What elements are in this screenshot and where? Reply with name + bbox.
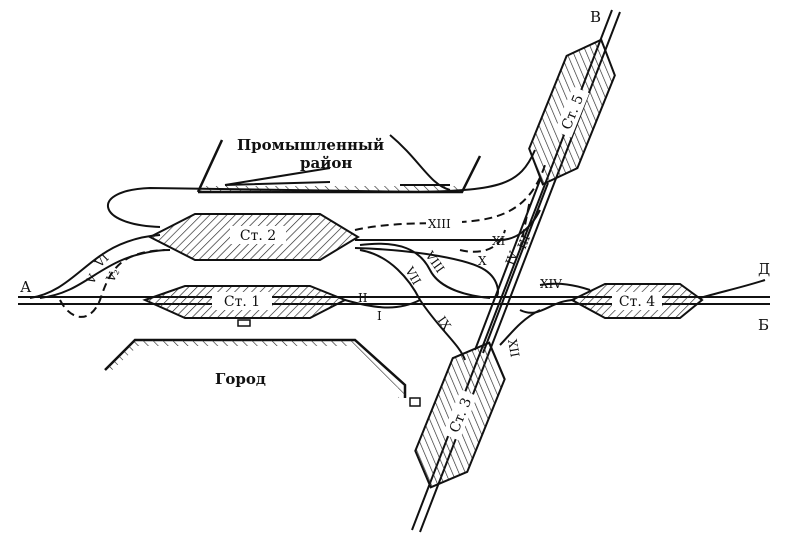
connection-label-4: IV <box>503 249 521 267</box>
city-label: Город <box>215 370 266 388</box>
connection-label-5b: V₂ <box>103 266 122 286</box>
connection-label-11: XI <box>492 234 506 248</box>
station-3: Ст. 3 <box>414 341 506 489</box>
direction-a: А <box>20 278 32 296</box>
connection-label-7: VII <box>402 264 424 288</box>
connection-label-9: IX <box>435 314 454 333</box>
station-2: Ст. 2 <box>147 213 360 261</box>
connection-label-13: XIII <box>428 217 451 231</box>
industrial-area <box>196 134 482 194</box>
connection-label-3: III <box>515 232 533 251</box>
station-1: Ст. 1 <box>142 285 348 319</box>
industrial-label-2: район <box>300 154 352 172</box>
direction-d: Д <box>758 260 770 278</box>
industrial-label-1: Промышленный <box>237 136 384 154</box>
station-4-label: Ст. 4 <box>619 294 655 310</box>
connection-label-14: XIV <box>540 277 562 291</box>
connection-label-10: X <box>478 254 487 268</box>
station-4: Ст. 4 <box>569 283 704 319</box>
station-2-label: Ст. 2 <box>240 228 276 244</box>
city-area <box>104 319 421 407</box>
direction-v: В <box>590 8 601 26</box>
direction-b: Б <box>758 316 769 334</box>
station-1-label: Ст. 1 <box>224 294 260 310</box>
connection-label-1: I <box>377 309 382 323</box>
station-5: Ст. 5 <box>528 38 616 186</box>
connection-label-12: XII <box>505 338 522 358</box>
connection-label-2: II <box>358 291 368 305</box>
